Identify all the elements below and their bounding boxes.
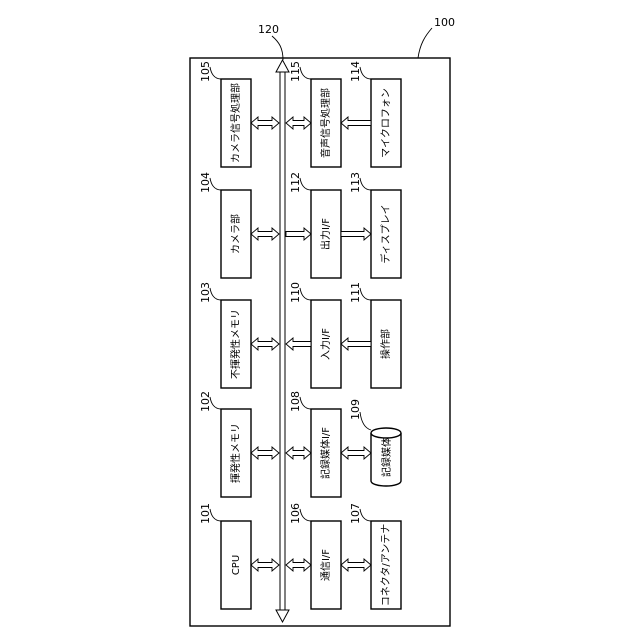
block-operation-unit: 操作部 <box>371 300 401 388</box>
ref-105: 105 <box>199 61 212 82</box>
ref-107: 107 <box>349 503 362 524</box>
block-connector-antenna: コネクタ/アンテナ <box>371 521 401 609</box>
block-label: 操作部 <box>379 329 392 359</box>
block-label: 入力I/F <box>319 328 332 360</box>
block-recording-medium-if: 記録媒体I/F <box>311 409 341 497</box>
block-label: 音声信号処理部 <box>319 88 332 158</box>
block-microphone: マイクロフォン <box>371 79 401 167</box>
block-camera-signal-processing: カメラ信号処理部 <box>221 79 251 167</box>
block-label: 不揮発性メモリ <box>229 309 242 379</box>
block-label: 出力I/F <box>319 218 332 250</box>
block-label: 通信I/F <box>320 549 332 581</box>
block-label: カメラ信号処理部 <box>229 83 242 163</box>
bus-ref-leader <box>272 36 283 60</box>
block-output-if: 出力I/F <box>311 190 341 278</box>
ref-102: 102 <box>199 391 212 412</box>
block-communication-if: 通信I/F <box>311 521 341 609</box>
block-cpu: CPU <box>221 521 251 609</box>
block-input-if: 入力I/F <box>311 300 341 388</box>
block-nonvolatile-memory: 不揮発性メモリ <box>221 300 251 388</box>
block-volatile-memory: 揮発性メモリ <box>221 409 251 497</box>
block-label: CPU <box>231 555 242 575</box>
ref-110: 110 <box>289 282 302 303</box>
block-label: マイクロフォン <box>380 88 392 158</box>
block-recording-medium: 記録媒体 <box>371 428 401 486</box>
block-label: コネクタ/アンテナ <box>380 524 392 607</box>
bus-ref: 120 <box>258 23 279 36</box>
ref-111: 111 <box>349 282 362 303</box>
block-label: 記録媒体I/F <box>319 427 332 479</box>
device-ref-leader <box>418 28 432 58</box>
ref-115: 115 <box>289 61 302 82</box>
block-camera: カメラ部 <box>221 190 251 278</box>
block-audio-signal-processing: 音声信号処理部 <box>311 79 341 167</box>
device-ref: 100 <box>434 16 455 29</box>
ref-114: 114 <box>349 61 362 82</box>
block-label: カメラ部 <box>229 214 242 254</box>
ref-104: 104 <box>199 172 212 193</box>
ref-103: 103 <box>199 282 212 303</box>
ref-109: 109 <box>349 399 362 420</box>
ref-113: 113 <box>349 172 362 193</box>
block-label: 記録媒体 <box>380 437 393 477</box>
block-display: ディスプレイ <box>371 190 401 278</box>
ref-106: 106 <box>289 503 302 524</box>
ref-108: 108 <box>289 391 302 412</box>
ref-101: 101 <box>199 503 212 524</box>
block-label: ディスプレイ <box>379 204 392 263</box>
ref-112: 112 <box>289 172 302 193</box>
block-label: 揮発性メモリ <box>229 423 242 483</box>
